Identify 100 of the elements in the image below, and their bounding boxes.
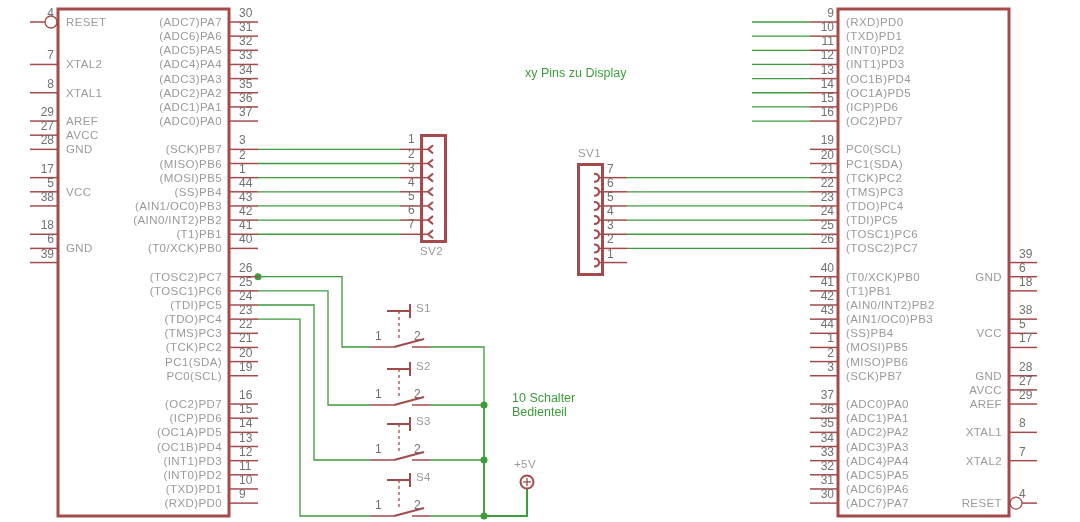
- pin-number: 12: [820, 49, 834, 62]
- pin-name: (T1)PB1: [846, 284, 892, 297]
- pin-number: 16: [820, 106, 834, 119]
- push-button-switch: [370, 302, 430, 349]
- pin-number: 41: [820, 275, 834, 288]
- pin-number: 39: [40, 247, 54, 260]
- pin-number: 14: [239, 417, 253, 430]
- pin-name: (TXD)PD1: [846, 30, 903, 43]
- pin-name: (OC1B)PD4: [157, 440, 222, 453]
- pin-number: 18: [1019, 275, 1033, 288]
- wire: [257, 318, 371, 517]
- pin-name: (ICP)PD6: [846, 100, 899, 113]
- switch-label: S3: [416, 415, 431, 427]
- pin-number: 35: [239, 77, 253, 90]
- pin-name: GND: [66, 143, 93, 156]
- pin-number: 31: [239, 21, 253, 34]
- pin-name: (ADC2)PA2: [846, 426, 909, 439]
- pin-number: 38: [1019, 304, 1033, 317]
- pin-number: 3: [607, 219, 614, 232]
- pin-name: AVCC: [969, 383, 1002, 396]
- pin-number: 34: [239, 63, 253, 76]
- pin-number: 38: [40, 190, 54, 203]
- pin-number: 23: [820, 190, 834, 203]
- pin-number: 41: [239, 219, 253, 232]
- pin-number: 42: [239, 205, 253, 218]
- switch-label: S4: [416, 471, 431, 483]
- wire: [751, 63, 811, 66]
- wire: [257, 219, 401, 221]
- pin-name: (ADC4)PA4: [846, 454, 909, 467]
- wire: [751, 77, 811, 80]
- wire: [751, 106, 811, 108]
- pin-name: GND: [66, 242, 93, 255]
- pin-name: XTAL1: [965, 426, 1002, 439]
- pin-number: 33: [820, 445, 834, 458]
- pin-number: 34: [820, 431, 834, 444]
- wire: [626, 205, 811, 207]
- wire: [751, 35, 811, 37]
- pin-name: PC1(SDA): [846, 157, 903, 170]
- pin-number: 1: [607, 247, 614, 260]
- switch-label: S1: [416, 302, 431, 314]
- pin-number: 9: [827, 7, 834, 19]
- pin-number: 10: [820, 21, 834, 34]
- pin-number: 7: [47, 49, 54, 62]
- note-text: 10 Schalter Bedienteil: [512, 391, 577, 419]
- pin-number: 8: [1019, 417, 1026, 430]
- wire: [751, 49, 811, 51]
- pin-name: (INT0)PD2: [846, 44, 905, 57]
- push-button-switch: [370, 471, 430, 518]
- pin-name: (ADC4)PA4: [159, 58, 222, 71]
- wire: [257, 290, 371, 406]
- pin-name: (MISO)PB6: [159, 157, 222, 170]
- part-label: SV2: [420, 245, 443, 257]
- pin-number: 27: [1019, 374, 1033, 387]
- pin-number: 5: [47, 176, 54, 189]
- pin-number: 4: [607, 205, 614, 218]
- pin-number: 13: [239, 431, 253, 444]
- pin-number: 11: [239, 459, 252, 472]
- pin-number: 26: [820, 233, 834, 246]
- pin-number: 30: [239, 7, 253, 19]
- pin-number: 9: [239, 488, 246, 501]
- pin-name: (OC1A)PD5: [157, 426, 222, 439]
- microcontroller-chip: [30, 8, 258, 517]
- pin-name: (TDI)PC5: [846, 214, 898, 227]
- wire: [626, 191, 811, 193]
- pin-number: 20: [239, 346, 253, 359]
- pin-number: 3: [408, 161, 415, 174]
- pin-name: (ADC3)PA3: [846, 440, 909, 453]
- wire: [626, 247, 811, 250]
- pin-number: 31: [820, 473, 834, 486]
- pin-number: 2: [408, 147, 415, 160]
- pin-name: (T1)PB1: [176, 228, 222, 241]
- pin-name: (SCK)PB7: [165, 143, 222, 156]
- pin-number: 16: [239, 389, 253, 402]
- pin-name: (OC2)PD7: [165, 398, 222, 411]
- push-button-switch: [370, 415, 430, 462]
- pin-name: (AIN1/OC0)PB3: [846, 313, 933, 326]
- part-label: SV1: [578, 147, 601, 159]
- wire: [257, 233, 401, 235]
- pin-name: (INT1)PD3: [846, 58, 905, 71]
- wire: [257, 148, 401, 150]
- pin-name: RESET: [66, 16, 107, 28]
- wire: [257, 304, 371, 461]
- pin-name: (INT1)PD3: [163, 454, 222, 467]
- push-button-switch: [370, 360, 430, 407]
- pin-number: 25: [239, 275, 253, 288]
- pin-name: (T0/XCK)PB0: [846, 270, 921, 283]
- pin-number: 8: [47, 77, 54, 90]
- pin-number: 6: [408, 204, 415, 217]
- note-text: xy Pins zu Display: [525, 66, 627, 80]
- pin-name: (TMS)PC3: [164, 327, 222, 340]
- wire: [751, 120, 811, 122]
- pin-number: 5: [607, 190, 614, 203]
- pin-number: 2: [414, 330, 421, 342]
- pin-name: AREF: [66, 115, 99, 128]
- pin-name: (SS)PB4: [846, 327, 894, 340]
- pin-name: RESET: [961, 497, 1002, 510]
- pin-name: AREF: [969, 398, 1002, 411]
- wire: [257, 177, 401, 179]
- pin-number: 7: [1019, 445, 1026, 458]
- pin-name: PC1(SDA): [165, 355, 222, 368]
